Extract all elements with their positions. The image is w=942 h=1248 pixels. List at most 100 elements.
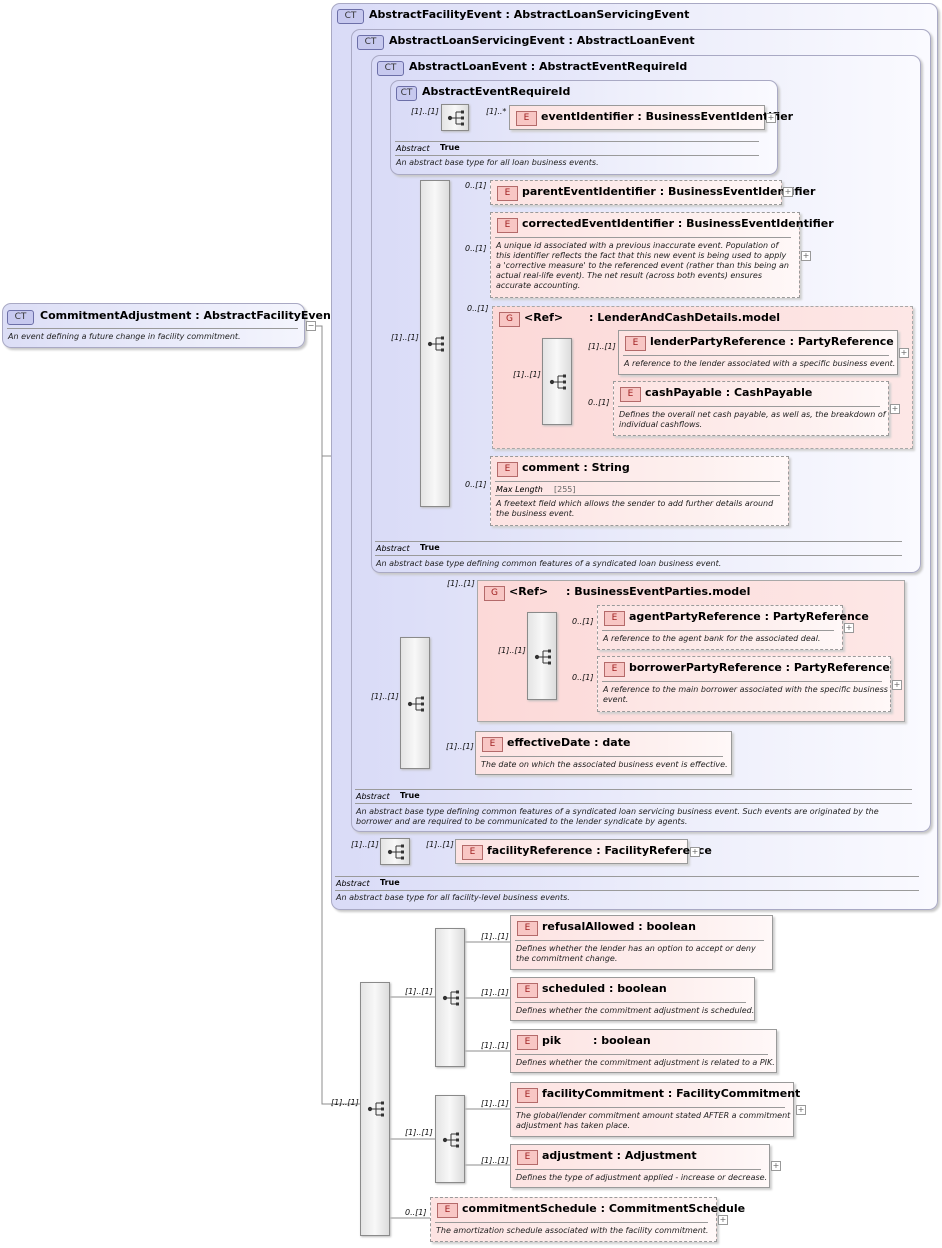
root-name: CommitmentAdjustment xyxy=(40,309,192,322)
expand-toggle[interactable]: + xyxy=(783,187,793,197)
abstract-value: True xyxy=(440,143,460,152)
element-description: Defines whether the commitment adjustmen… xyxy=(516,1058,775,1067)
sequence-compositor-parties[interactable] xyxy=(527,612,557,700)
facet-label: Max Length xyxy=(496,485,543,494)
expand-toggle[interactable]: + xyxy=(718,1215,728,1225)
element-cash-payable[interactable]: E cashPayable : CashPayable Defines the … xyxy=(613,381,889,436)
root-description: An event defining a future change in fac… xyxy=(8,332,241,341)
element-type: BusinessEventIdentifier xyxy=(645,110,794,123)
cardinality-label: 0..[1] xyxy=(467,304,489,313)
element-scheduled[interactable]: E scheduled : boolean Defines whether th… xyxy=(510,977,755,1021)
sequence-compositor-facility[interactable] xyxy=(380,838,410,865)
element-borrower-party-reference[interactable]: E borrowerPartyReference : PartyReferenc… xyxy=(597,656,891,712)
expand-toggle[interactable]: + xyxy=(844,623,854,633)
element-corrected-event-identifier[interactable]: E correctedEventIdentifier : BusinessEve… xyxy=(490,212,834,298)
sequence-compositor-root[interactable] xyxy=(360,982,390,1236)
group-title: : LenderAndCashDetails.model xyxy=(589,311,780,324)
element-name: parentEventIdentifier xyxy=(522,185,656,198)
root-complex-type[interactable]: CT CommitmentAdjustment : AbstractFacili… xyxy=(2,303,336,348)
element-name: refusalAllowed xyxy=(542,920,635,933)
separator: : xyxy=(764,610,770,623)
expand-toggle[interactable]: + xyxy=(892,680,902,690)
cardinality-label: [1]..[1] xyxy=(588,342,616,351)
cardinality-label: [1]..[1] xyxy=(481,1099,509,1108)
element-badge: E xyxy=(497,218,518,233)
ct-name: AbstractLoanEvent xyxy=(409,60,527,73)
separator: : xyxy=(593,1034,598,1047)
cardinality-label: 0..[1] xyxy=(465,244,487,253)
element-type: FacilityReference xyxy=(604,844,712,857)
element-parent-event-identifier[interactable]: E parentEventIdentifier : BusinessEventI… xyxy=(490,180,815,205)
element-title: parentEventIdentifier : BusinessEventIde… xyxy=(522,185,815,198)
element-badge: E xyxy=(517,1150,538,1165)
element-event-identifier[interactable]: E eventIdentifier : BusinessEventIdentif… xyxy=(509,105,793,130)
element-adjustment[interactable]: E adjustment : Adjustment Defines the ty… xyxy=(510,1144,770,1188)
element-pik[interactable]: E pik : boolean Defines whether the comm… xyxy=(510,1029,777,1073)
element-type: String xyxy=(591,461,630,474)
sequence-compositor-flags[interactable] xyxy=(435,928,465,1067)
element-badge: E xyxy=(620,387,641,402)
element-type: FacilityCommitment xyxy=(676,1087,801,1100)
element-badge: E xyxy=(517,921,538,936)
element-title: effectiveDate : date xyxy=(507,736,630,749)
sequence-icon xyxy=(442,990,459,1006)
expand-toggle[interactable]: + xyxy=(771,1161,781,1171)
cardinality-label: [1]..[1] xyxy=(447,579,475,588)
element-name: pik xyxy=(542,1034,561,1047)
sequence-icon xyxy=(407,696,424,712)
cardinality-label: 0..[1] xyxy=(588,398,610,407)
root-title: CommitmentAdjustment : AbstractFacilityE… xyxy=(40,309,336,322)
element-facility-reference[interactable]: E facilityReference : FacilityReference xyxy=(455,839,712,864)
cardinality-label: 0..[1] xyxy=(465,181,487,190)
element-agent-party-reference[interactable]: E agentPartyReference : PartyReference A… xyxy=(597,605,869,650)
element-description: Defines the type of adjustment applied -… xyxy=(516,1173,768,1182)
collapse-toggle[interactable]: − xyxy=(306,321,316,331)
element-facility-commitment[interactable]: E facilityCommitment : FacilityCommitmen… xyxy=(510,1082,800,1137)
sequence-compositor-servicing[interactable] xyxy=(400,637,430,769)
abstract-value: True xyxy=(380,878,400,887)
separator: : xyxy=(530,60,536,73)
element-title: comment : String xyxy=(522,461,630,474)
cardinality-label: [1]..[1] xyxy=(405,1128,433,1137)
element-type: Adjustment xyxy=(624,1149,697,1162)
element-lender-party-reference[interactable]: E lenderPartyReference : PartyReference … xyxy=(618,330,898,375)
element-type: PartyReference xyxy=(772,610,869,623)
ct-description: An abstract base type for all loan busin… xyxy=(396,158,599,167)
cardinality-label: [1]..[1] xyxy=(481,1156,509,1165)
expand-toggle[interactable]: + xyxy=(690,847,700,857)
element-name: facilityCommitment xyxy=(542,1087,665,1100)
separator: : xyxy=(583,461,588,474)
ct-name: AbstractFacilityEvent xyxy=(369,8,502,21)
element-comment[interactable]: E comment : String Max Length [255] A fr… xyxy=(490,456,789,526)
separator: : xyxy=(659,185,665,198)
expand-toggle[interactable]: + xyxy=(766,113,776,123)
element-badge: E xyxy=(497,186,518,201)
element-title: lenderPartyReference : PartyReference xyxy=(650,335,894,348)
separator: : xyxy=(505,8,510,21)
expand-toggle[interactable]: + xyxy=(801,251,811,261)
group-name: LenderAndCashDetails.model xyxy=(597,311,781,324)
sequence-compositor-amounts[interactable] xyxy=(435,1095,465,1183)
facet-value: [255] xyxy=(554,485,576,494)
element-commitment-schedule[interactable]: E commitmentSchedule : CommitmentSchedul… xyxy=(430,1197,745,1242)
expand-toggle[interactable]: + xyxy=(796,1105,806,1115)
expand-toggle[interactable]: + xyxy=(890,404,900,414)
element-type: date xyxy=(602,736,631,749)
root-type: AbstractFacilityEvent xyxy=(203,309,337,322)
element-badge: E xyxy=(462,845,483,860)
ct-title: AbstractEventRequireId xyxy=(422,85,571,98)
separator: : xyxy=(609,982,614,995)
expand-toggle[interactable]: + xyxy=(899,348,909,358)
element-description: A reference to the main borrower associa… xyxy=(603,685,888,704)
element-refusal-allowed[interactable]: E refusalAllowed : boolean Defines wheth… xyxy=(510,915,773,970)
separator: : xyxy=(725,386,731,399)
sequence-compositor-require[interactable] xyxy=(441,104,469,131)
sequence-compositor-loan[interactable] xyxy=(420,180,450,507)
ct-type: AbstractEventRequireId xyxy=(538,60,688,73)
group-ref-label: <Ref> xyxy=(524,311,564,324)
element-effective-date[interactable]: E effectiveDate : date The date on which… xyxy=(475,731,732,775)
element-name: correctedEventIdentifier xyxy=(522,217,675,230)
sequence-compositor-lender[interactable] xyxy=(542,338,572,425)
element-type: boolean xyxy=(646,920,696,933)
sequence-icon xyxy=(427,336,444,352)
